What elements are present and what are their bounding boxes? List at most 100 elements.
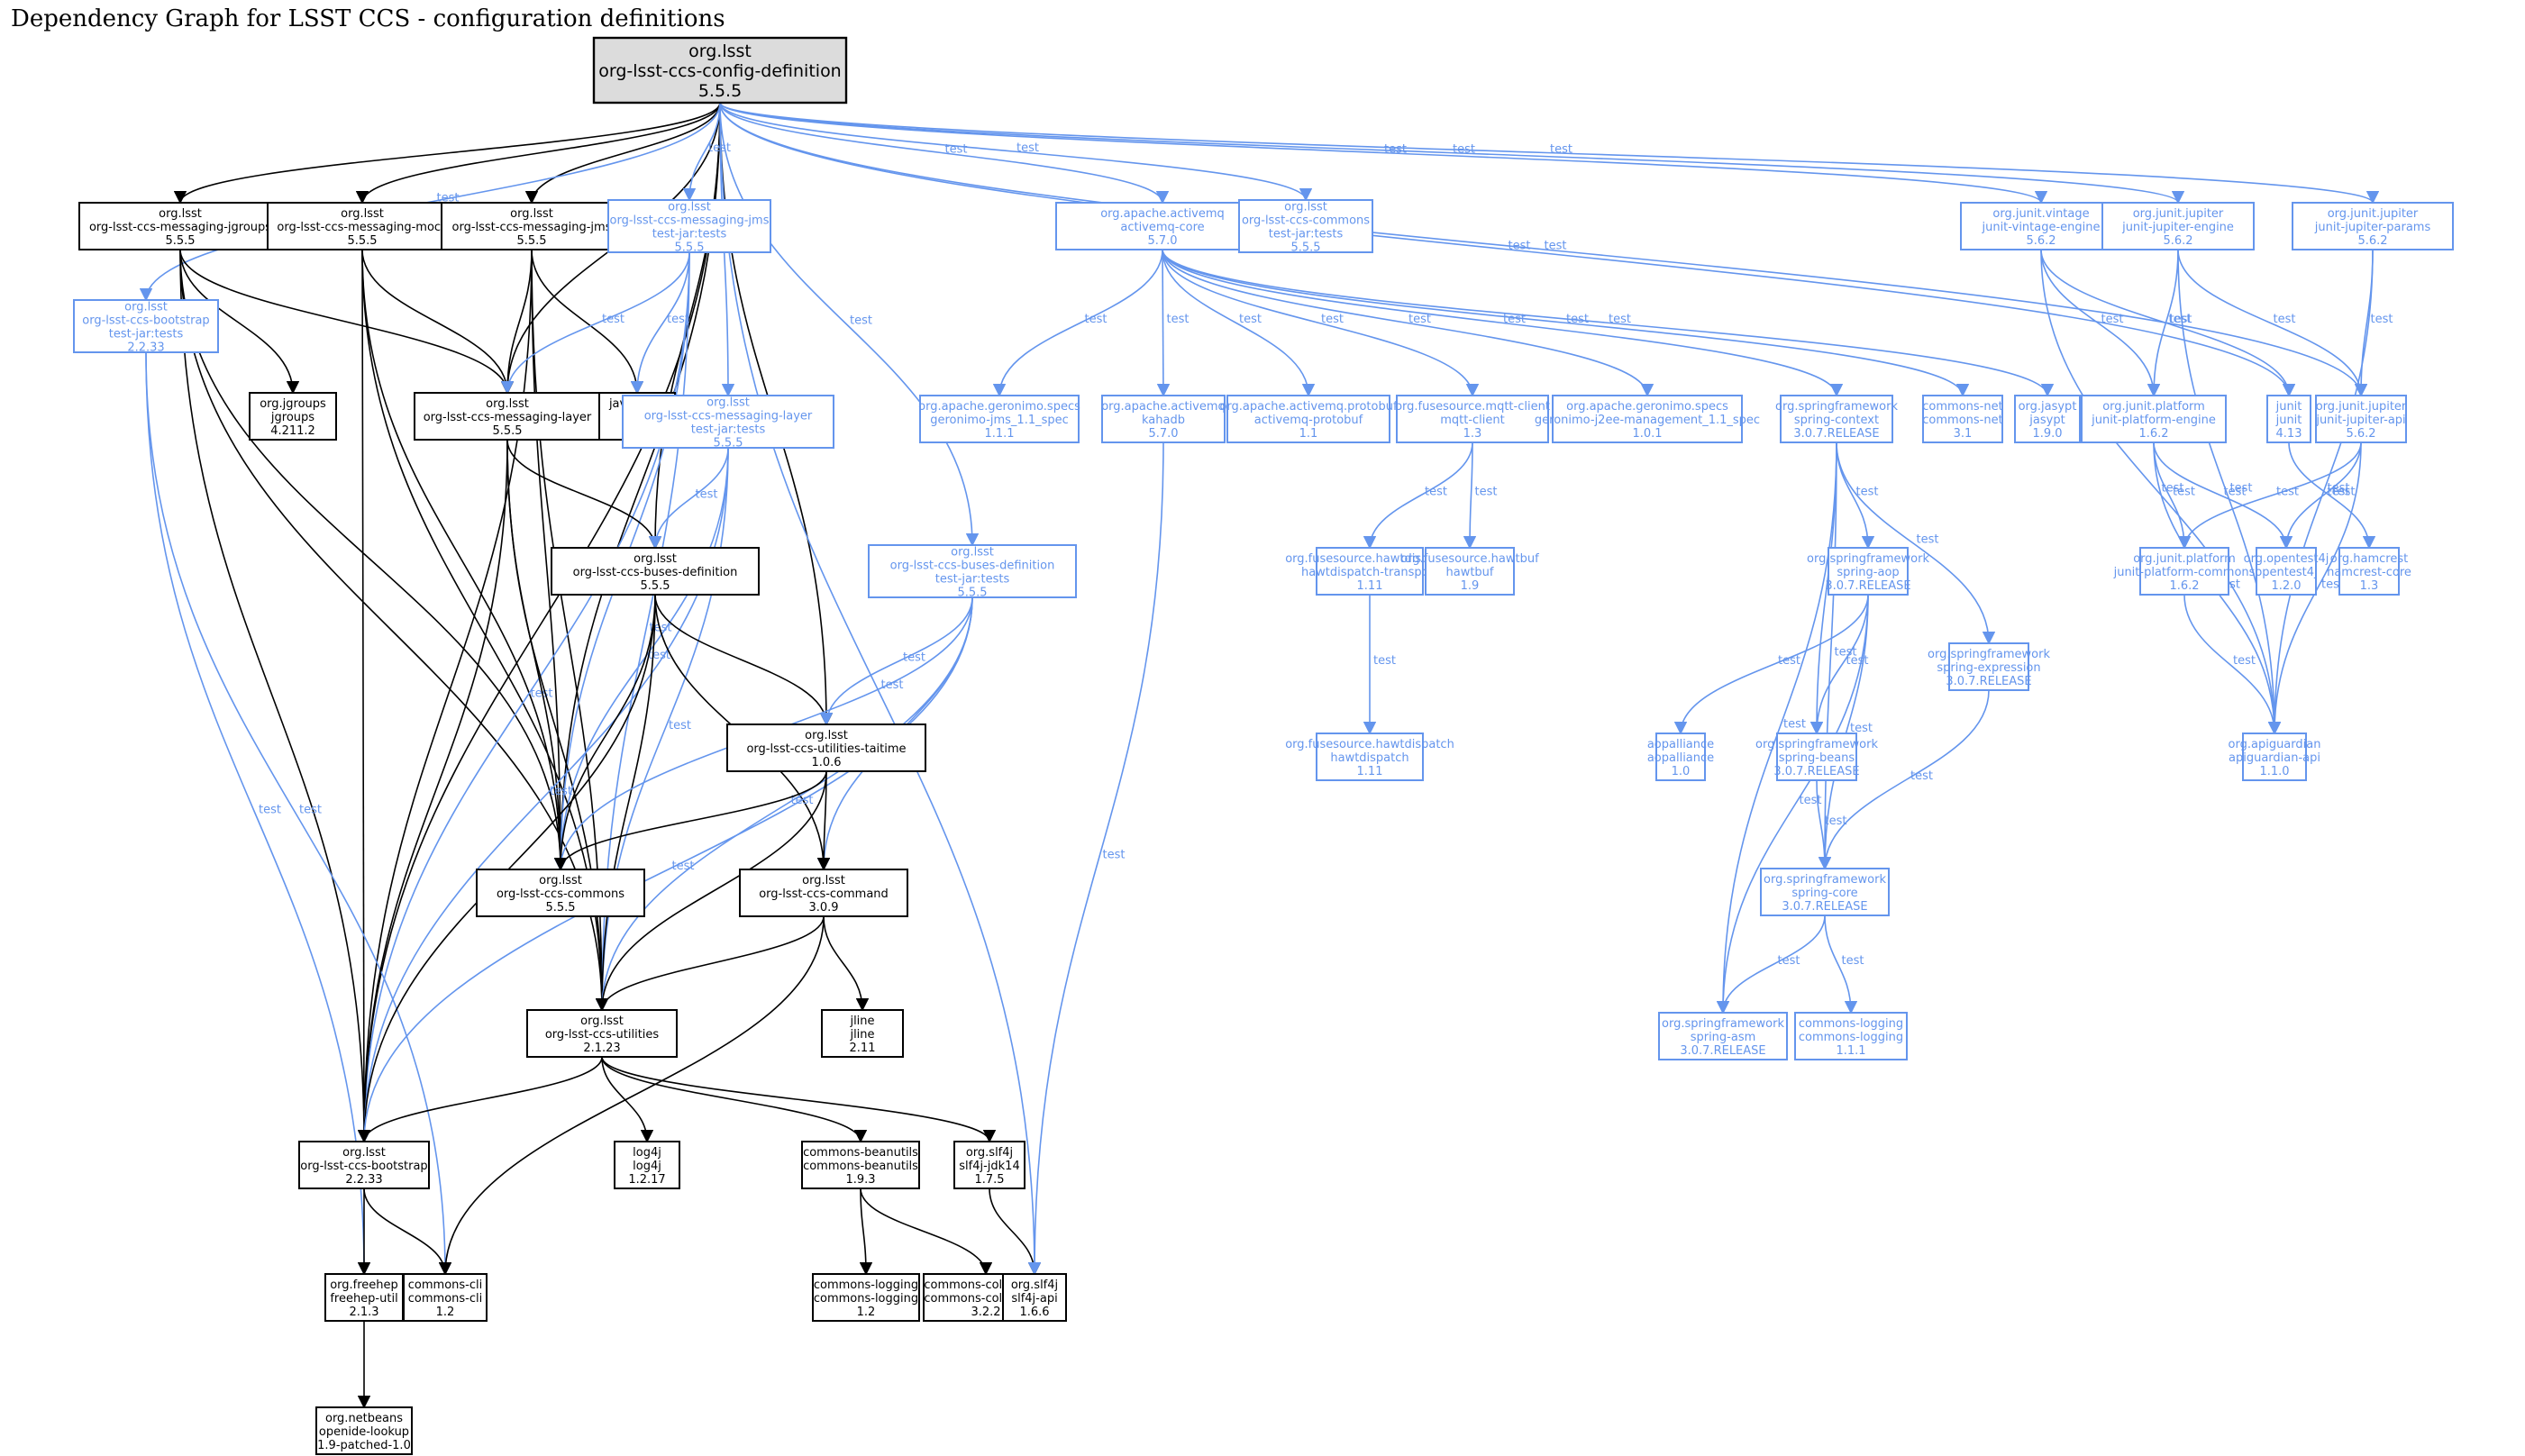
node-box (2338, 547, 2400, 596)
edge-spring_aop-to-spring_beans (1809, 594, 1869, 735)
edge-root-to-jup_api (719, 102, 2368, 397)
node-spring-expr[interactable]: org.springframeworkspring-expression3.0.… (1928, 642, 2050, 691)
node-protobuf[interactable]: org.apache.activemq.protobufactivemq-pro… (1219, 395, 1398, 443)
node-spring-context[interactable]: org.springframeworkspring-context3.0.7.R… (1775, 395, 1898, 443)
node-msglayer-tests[interactable]: org.lsstorg-lsst-ccs-messaging-layertest… (622, 395, 834, 450)
edge-junit-to-hamcrest (2288, 441, 2376, 550)
edge-spring_context-to-spring_asm (1716, 441, 1837, 1015)
node-taitime[interactable]: org.lsstorg-lsst-ccs-utilities-taitime1.… (726, 723, 926, 772)
node-group-id: commons-logging (1799, 1017, 1903, 1031)
edge-utilities-to-beanutils (601, 1056, 868, 1143)
node-group-id: org.lsst (580, 1015, 624, 1028)
node-bootstrap-tests[interactable]: org.lsstorg-lsst-ccs-bootstraptest-jar:t… (73, 299, 219, 355)
node-version: 5.5.5 (698, 81, 742, 101)
node-box (2139, 547, 2229, 596)
edge-root-to-buses_tests (719, 102, 980, 547)
edge-label-test: test (903, 651, 925, 665)
node-version: 4.211.2 (270, 424, 315, 438)
edge-label-test: test (696, 488, 718, 502)
edge-label-test: test (2230, 482, 2253, 496)
node-version: 5.7.0 (1147, 234, 1177, 248)
node-jup-params[interactable]: org.junit.jupiterjunit-jupiter-params5.6… (2292, 202, 2454, 250)
node-artifact-id: test-jar:tests (652, 228, 727, 241)
edge-beanutils-to-collections (860, 1188, 993, 1276)
edge-jms_msg-to-javaxjms (531, 249, 644, 395)
node-artifact-id: junit-jupiter-engine (2121, 221, 2234, 234)
node-artifact-id: org-lsst-ccs-messaging-jms (610, 214, 770, 228)
edge-root-to-junit (719, 102, 2296, 397)
node-spring-beans[interactable]: org.springframeworkspring-beans3.0.7.REL… (1755, 733, 1878, 781)
node-plat-engine[interactable]: org.junit.platformjunit-platform-engine1… (2081, 395, 2227, 443)
node-group-id: org.springframework (1755, 738, 1878, 751)
node-buses-tests[interactable]: org.lsstorg-lsst-ccs-buses-definitiontes… (868, 544, 1077, 600)
node-hd-transport[interactable]: org.fusesource.hawtdispatchhawtdispatch-… (1285, 547, 1454, 596)
node-box (868, 544, 1077, 598)
edge-root-to-bootstrap_tests (139, 102, 721, 302)
node-msglayer[interactable]: org.lsstorg-lsst-ccs-messaging-layer5.5.… (414, 392, 601, 441)
node-version: 1.0.6 (811, 756, 841, 769)
node-artifact-id: junit-platform-engine (2091, 414, 2216, 427)
node-geronimo-jms[interactable]: org.apache.geronimo.specsgeronimo-jms_1.… (918, 395, 1080, 443)
node-spring-core[interactable]: org.springframeworkspring-core3.0.7.RELE… (1760, 868, 1890, 916)
edge-msglayer_tests-to-buses (648, 447, 729, 550)
node-box (801, 1141, 920, 1189)
node-version: 3.0.7.RELEASE (1825, 579, 1910, 593)
edge-label-test: test (1475, 486, 1498, 499)
node-group-id: org.lsst (688, 41, 752, 61)
edge-label-test: test (2233, 654, 2256, 668)
node-version: 5.6.2 (2163, 234, 2192, 248)
node-root[interactable]: org.lsstorg-lsst-ccs-config-definition5.… (592, 36, 848, 105)
edge-buses-to-taitime (654, 594, 834, 726)
node-artifact-id: slf4j-api (1011, 1292, 1057, 1306)
node-artifact-id: spring-core (1791, 887, 1857, 900)
node-spring-aop[interactable]: org.springframeworkspring-aop3.0.7.RELEA… (1807, 547, 1929, 596)
node-version: 3.0.7.RELEASE (1782, 900, 1867, 914)
node-commons-tests[interactable]: org.lsstorg-lsst-ccs-commonstest-jar:tes… (1238, 199, 1373, 255)
node-spring-asm[interactable]: org.springframeworkspring-asm3.0.7.RELEA… (1658, 1012, 1788, 1060)
node-openide[interactable]: org.netbeansopenide-lookup1.9-patched-1.… (315, 1406, 413, 1455)
node-buses[interactable]: org.lsstorg-lsst-ccs-buses-definition5.5… (551, 547, 760, 596)
node-jup-engine[interactable]: org.junit.jupiterjunit-jupiter-engine5.6… (2101, 202, 2255, 250)
node-jms-tests[interactable]: org.lsstorg-lsst-ccs-messaging-jmstest-j… (607, 199, 771, 255)
node-group-id: org.lsst (510, 207, 553, 221)
node-jgroups-msg[interactable]: org.lsstorg-lsst-ccs-messaging-jgroups5.… (78, 202, 282, 250)
node-plat-commons[interactable]: org.junit.platformjunit-platform-commons… (2113, 547, 2256, 596)
node-group-id: org.lsst (706, 396, 750, 410)
edge-vintage-to-junit (2040, 249, 2296, 397)
node-hawtdispatch[interactable]: org.fusesource.hawtdispatchhawtdispatch1… (1285, 733, 1454, 781)
node-artifact-id: spring-beans (1779, 751, 1855, 765)
edge-label-test: test (1846, 654, 1869, 668)
node-geronimo-j2ee[interactable]: org.apache.geronimo.specsgeronimo-j2ee-m… (1535, 395, 1760, 443)
node-vintage[interactable]: org.junit.vintagejunit-vintage-engine5.6… (1960, 202, 2122, 250)
node-artifact-id: junit-jupiter-api (2315, 414, 2405, 427)
